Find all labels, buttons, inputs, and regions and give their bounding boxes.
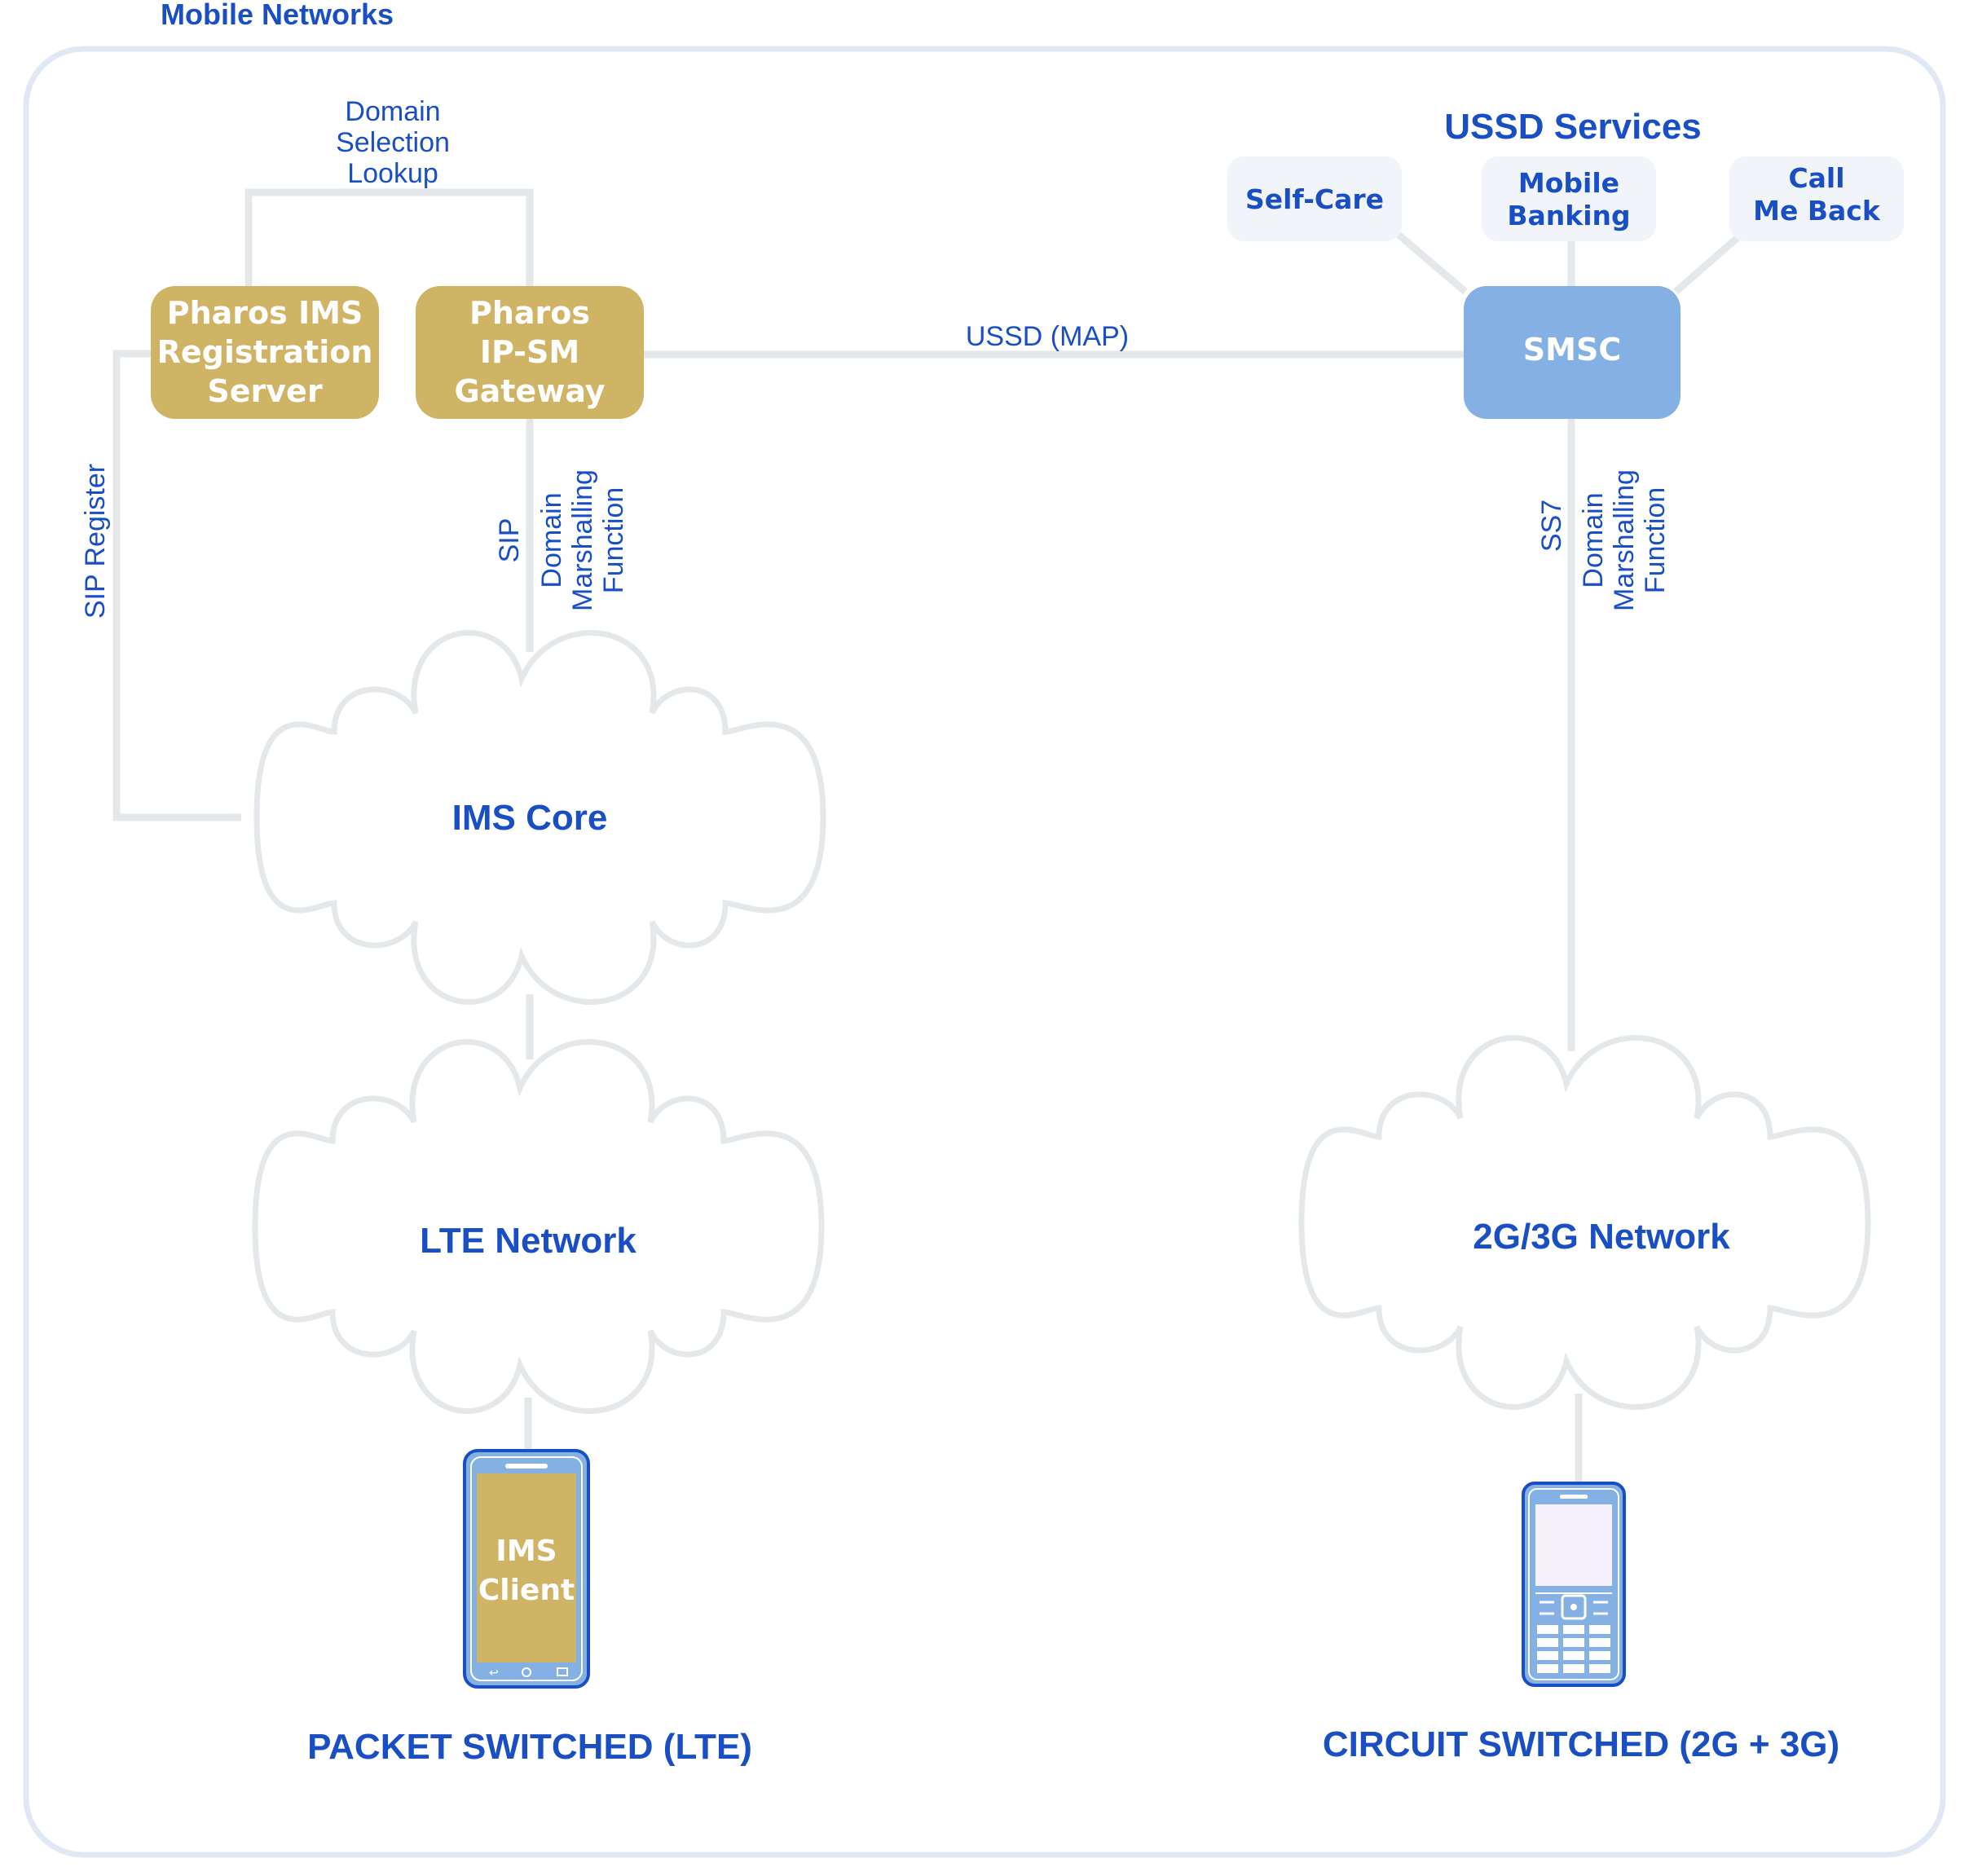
svg-text:Function: Function (598, 487, 629, 593)
svg-text:IMS: IMS (496, 1535, 557, 1568)
cloud-2g3g-network[interactable]: 2G/3G Network (1298, 1034, 1871, 1411)
section-circuit-switched: CIRCUIT SWITCHED (2G + 3G) (1323, 1724, 1839, 1764)
svg-text:Pharos IMS: Pharos IMS (167, 295, 363, 331)
svg-text:Gateway: Gateway (454, 373, 605, 409)
service-self-care[interactable]: Self-Care (1227, 156, 1402, 241)
back-key-icon: ↩ (489, 1667, 499, 1680)
keypad (1537, 1625, 1610, 1673)
svg-text:Self-Care: Self-Care (1245, 183, 1384, 215)
service-call-me-back[interactable]: Call Me Back (1729, 156, 1904, 241)
label-ussd-map: USSD (MAP) (966, 321, 1129, 352)
svg-text:Client: Client (478, 1574, 575, 1607)
svg-text:Server: Server (207, 373, 322, 409)
node-pharos-ims-registration-server[interactable]: Pharos IMS Registration Server (151, 286, 379, 419)
svg-text:LTE Network: LTE Network (420, 1221, 637, 1261)
svg-text:Call: Call (1788, 162, 1844, 194)
svg-text:SMSC: SMSC (1523, 332, 1621, 368)
svg-text:Function: Function (1640, 487, 1671, 593)
feature-phone[interactable] (1522, 1482, 1626, 1687)
self-care-connector (1396, 231, 1468, 295)
call-me-back-connector (1673, 233, 1742, 295)
label-domain-marshalling-right: Domain Marshalling Function (1578, 469, 1671, 611)
label-domain-marshalling-left: Domain Marshalling Function (536, 469, 629, 611)
section-packet-switched: PACKET SWITCHED (LTE) (307, 1727, 752, 1767)
label-ss7: SS7 (1536, 500, 1567, 552)
outer-frame (23, 46, 1946, 1858)
svg-text:IMS Core: IMS Core (452, 798, 608, 838)
phone-speaker-icon (505, 1464, 548, 1469)
ussd-services-heading: USSD Services (1444, 107, 1702, 147)
home-key-icon (522, 1667, 531, 1677)
node-pharos-ip-sm-gateway[interactable]: Pharos IP-SM Gateway (416, 286, 644, 419)
phone-speaker-icon (1560, 1495, 1588, 1499)
svg-text:Pharos: Pharos (469, 295, 590, 331)
smartphone-ims-client[interactable]: IMS Client ↩ (463, 1449, 590, 1689)
svg-text:Marshalling: Marshalling (1609, 469, 1640, 611)
label-sip-register: SIP Register (80, 464, 111, 619)
service-mobile-banking[interactable]: Mobile Banking (1482, 156, 1656, 241)
phone-screen (1535, 1504, 1612, 1586)
svg-text:Me Back: Me Back (1753, 195, 1881, 227)
domain-selection-connector (244, 188, 534, 287)
svg-text:Domain: Domain (536, 492, 567, 588)
sip-register-connector (112, 350, 241, 821)
svg-text:2G/3G Network: 2G/3G Network (1473, 1217, 1730, 1257)
diagram-title: Mobile Networks (161, 0, 394, 31)
node-smsc[interactable]: SMSC (1464, 286, 1680, 419)
cloud-ims-core[interactable]: IMS Core (253, 629, 826, 1006)
svg-text:IP-SM: IP-SM (480, 334, 579, 370)
label-domain-selection-lookup: Domain Selection Lookup (336, 96, 450, 189)
dpad-icon (1561, 1594, 1587, 1620)
svg-text:Domain: Domain (345, 96, 440, 127)
svg-text:Domain: Domain (1578, 492, 1609, 588)
svg-text:Lookup: Lookup (347, 158, 438, 189)
menu-key-icon (557, 1667, 568, 1676)
svg-text:Registration: Registration (157, 334, 373, 370)
label-sip: SIP (494, 518, 525, 563)
svg-text:Banking: Banking (1507, 200, 1630, 231)
connectors (112, 188, 1742, 1488)
cloud-lte-network[interactable]: LTE Network (252, 1038, 825, 1415)
svg-text:Marshalling: Marshalling (567, 469, 598, 611)
svg-text:Selection: Selection (336, 127, 450, 158)
svg-text:Mobile: Mobile (1518, 167, 1619, 199)
